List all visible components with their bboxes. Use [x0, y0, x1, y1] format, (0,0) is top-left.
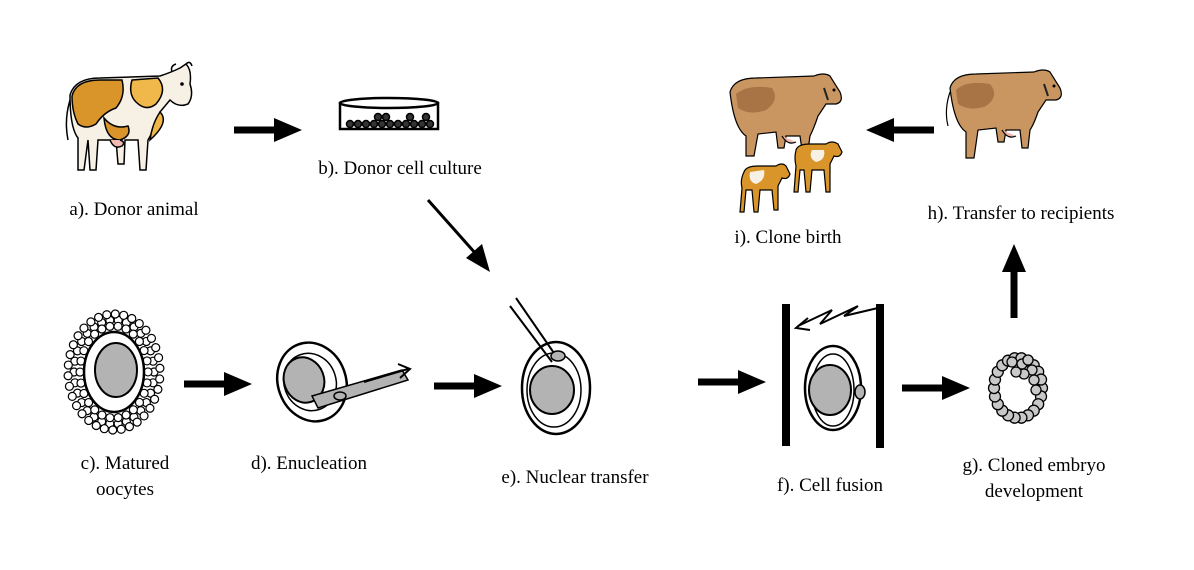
label-transfer-to-recipients: h). Transfer to recipients [927, 203, 1115, 224]
arrow-h-to-i [866, 118, 934, 142]
recipient-cow-icon [945, 69, 1062, 159]
arrow-d-to-e [434, 374, 502, 398]
blastocyst-icon [987, 352, 1049, 424]
arrow-c-to-d [184, 372, 252, 396]
cell-fusion-icon [782, 304, 884, 448]
petri-dish-icon [338, 96, 440, 131]
clone-birth-icon [729, 73, 843, 213]
arrow-e-to-f [698, 370, 766, 394]
arrow-a-to-b [234, 118, 302, 142]
arrow-f-to-g [902, 376, 970, 400]
label-cell-fusion: f). Cell fusion [776, 475, 884, 496]
label-enucleation: d). Enucleation [250, 453, 368, 474]
label-clone-birth: i). Clone birth [734, 227, 842, 248]
label-nuclear-transfer: e). Nuclear transfer [501, 467, 649, 488]
label-donor-animal: a). Donor animal [69, 199, 199, 220]
donor-cow-icon [65, 61, 193, 171]
arrow-b-to-e [426, 199, 490, 272]
nuclear-transfer-icon [509, 297, 592, 436]
oocyte-icon [63, 309, 165, 435]
label-donor-cell-culture: b). Donor cell culture [318, 158, 482, 179]
arrow-g-to-h [1002, 244, 1026, 318]
enucleation-icon [275, 341, 412, 423]
